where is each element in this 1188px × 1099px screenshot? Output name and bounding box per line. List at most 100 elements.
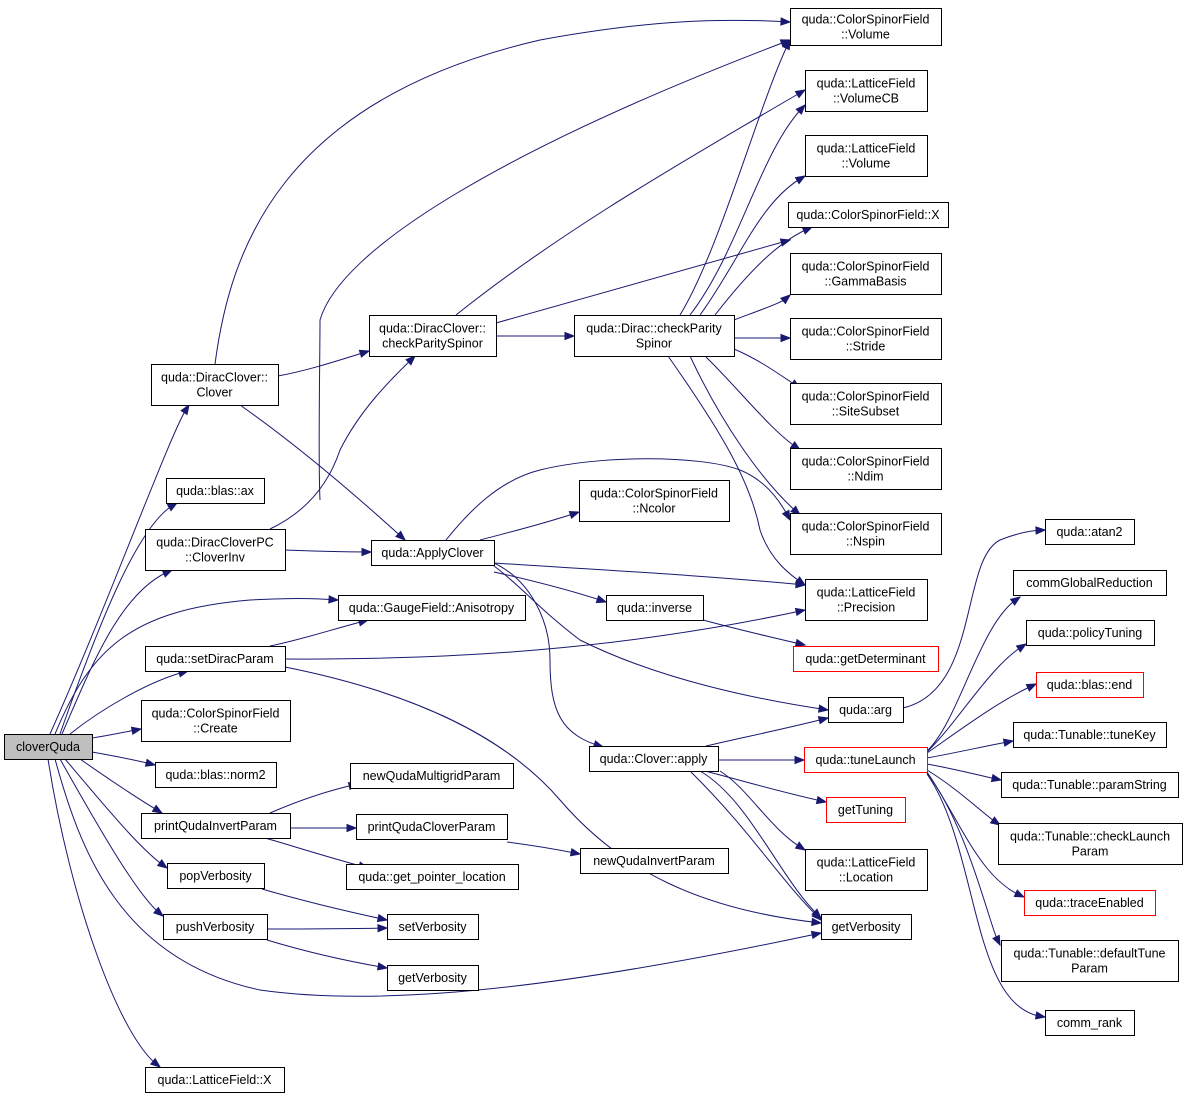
function-node[interactable]: quda::traceEnabled <box>1024 890 1156 916</box>
node-label: ::SiteSubset <box>832 405 900 419</box>
function-node[interactable]: quda::get_pointer_location <box>346 864 519 890</box>
node-box <box>828 697 904 723</box>
node-box <box>350 763 514 789</box>
node-box <box>151 364 279 406</box>
node-box <box>369 315 497 357</box>
function-node[interactable]: quda::setDiracParam <box>145 646 286 672</box>
node-box <box>141 700 291 742</box>
call-edge <box>679 39 791 316</box>
function-node[interactable]: quda::DiracClover::Clover <box>151 364 279 406</box>
function-node[interactable]: quda::ColorSpinorField::Volume <box>790 8 942 46</box>
call-edge <box>705 717 829 747</box>
function-node[interactable]: getTuning <box>826 797 906 823</box>
node-box <box>574 315 735 357</box>
node-box <box>1001 772 1179 798</box>
function-node[interactable]: quda::ColorSpinorField::SiteSubset <box>790 383 942 425</box>
function-node[interactable]: comm_rank <box>1045 1010 1135 1036</box>
function-node[interactable]: getVerbosity <box>821 914 912 940</box>
node-label: quda::tuneLaunch <box>815 753 915 767</box>
node-label: getVerbosity <box>832 920 902 934</box>
node-label: printQudaInvertParam <box>154 819 277 833</box>
function-node[interactable]: quda::ColorSpinorField::Stride <box>790 318 942 360</box>
node-box <box>579 480 730 522</box>
node-box <box>1045 519 1135 545</box>
function-node[interactable]: quda::arg <box>828 697 904 723</box>
node-box <box>4 734 93 760</box>
function-node[interactable]: quda::ApplyClover <box>371 540 495 566</box>
node-label: ::Volume <box>841 28 890 42</box>
function-node[interactable]: pushVerbosity <box>163 914 268 940</box>
call-edge <box>59 758 164 917</box>
node-label: printQudaCloverParam <box>368 820 496 834</box>
function-node[interactable]: quda::getDeterminant <box>793 646 939 672</box>
function-node[interactable]: quda::policyTuning <box>1026 620 1155 646</box>
arrowhead <box>564 331 576 341</box>
function-node[interactable]: quda::Dirac::checkParitySpinor <box>574 315 735 357</box>
call-edge <box>49 404 190 735</box>
node-box <box>821 914 912 940</box>
node-label: ::Volume <box>842 157 891 171</box>
function-node[interactable]: quda::LatticeField::Volume <box>805 135 928 177</box>
function-node[interactable]: quda::ColorSpinorField::X <box>788 202 949 228</box>
call-edge <box>689 355 801 516</box>
node-label: quda::ColorSpinorField <box>802 260 930 274</box>
node-label: ::Stride <box>846 340 886 354</box>
call-edge <box>277 350 370 377</box>
function-node[interactable]: quda::Tunable::paramString <box>1001 772 1179 798</box>
function-node[interactable]: popVerbosity <box>167 863 265 889</box>
function-node[interactable]: quda::tuneLaunch <box>804 747 928 773</box>
call-edge <box>704 770 827 803</box>
arrowhead <box>795 103 806 115</box>
node-box <box>790 318 942 360</box>
function-node[interactable]: newQudaMultigridParam <box>350 763 514 789</box>
node-box <box>580 848 729 874</box>
function-node[interactable]: quda::ColorSpinorField::Ncolor <box>579 480 730 522</box>
function-node[interactable]: quda::ColorSpinorField::Create <box>141 700 291 742</box>
arrowhead <box>817 716 830 725</box>
call-edge <box>269 619 369 647</box>
function-node[interactable]: quda::atan2 <box>1045 519 1135 545</box>
function-node[interactable]: quda::LatticeField::Location <box>805 849 928 891</box>
function-node[interactable]: quda::LatticeField::Precision <box>805 579 928 621</box>
function-node[interactable]: cloverQuda <box>4 734 93 760</box>
call-edge <box>493 562 806 586</box>
node-label: quda::ColorSpinorField <box>802 520 930 534</box>
function-node[interactable]: printQudaCloverParam <box>356 814 508 840</box>
function-node[interactable]: quda::blas::norm2 <box>155 762 277 788</box>
function-node[interactable]: quda::DiracCloverPC::CloverInv <box>145 529 286 571</box>
call-edge <box>269 783 359 814</box>
function-node[interactable]: quda::Clover::apply <box>589 746 719 772</box>
function-node[interactable]: commGlobalReduction <box>1013 570 1167 596</box>
arrowhead <box>1013 889 1026 898</box>
function-node[interactable]: printQudaInvertParam <box>141 813 291 839</box>
function-node[interactable]: quda::LatticeField::X <box>145 1067 285 1093</box>
node-box <box>805 579 928 621</box>
node-box <box>145 529 286 571</box>
node-box <box>1036 672 1144 698</box>
function-node[interactable]: quda::ColorSpinorField::GammaBasis <box>790 253 942 295</box>
function-node[interactable]: quda::inverse <box>606 595 704 621</box>
function-node[interactable]: quda::GaugeField::Anisotropy <box>338 595 526 621</box>
arrowhead <box>328 595 340 604</box>
call-edge <box>266 939 388 969</box>
function-node[interactable]: quda::blas::end <box>1036 672 1144 698</box>
node-box <box>166 478 265 504</box>
node-label: quda::ColorSpinorField <box>802 455 930 469</box>
function-node[interactable]: getVerbosity <box>387 965 479 991</box>
node-label: quda::LatticeField <box>817 586 916 600</box>
function-node[interactable]: setVerbosity <box>387 914 479 940</box>
function-node[interactable]: quda::ColorSpinorField::Ndim <box>790 448 942 490</box>
function-node[interactable]: quda::ColorSpinorField::Nspin <box>790 513 942 555</box>
node-box <box>145 646 286 672</box>
function-node[interactable]: newQudaInvertParam <box>580 848 729 874</box>
function-node[interactable]: quda::blas::ax <box>166 478 265 504</box>
function-node[interactable]: quda::LatticeField::VolumeCB <box>805 70 928 112</box>
call-edge <box>284 666 822 924</box>
function-node[interactable]: quda::DiracClover::checkParitySpinor <box>369 315 497 357</box>
function-node[interactable]: quda::Tunable::tuneKey <box>1013 722 1167 748</box>
node-box <box>141 813 291 839</box>
call-edge <box>926 769 1001 826</box>
arrowhead <box>395 530 407 541</box>
